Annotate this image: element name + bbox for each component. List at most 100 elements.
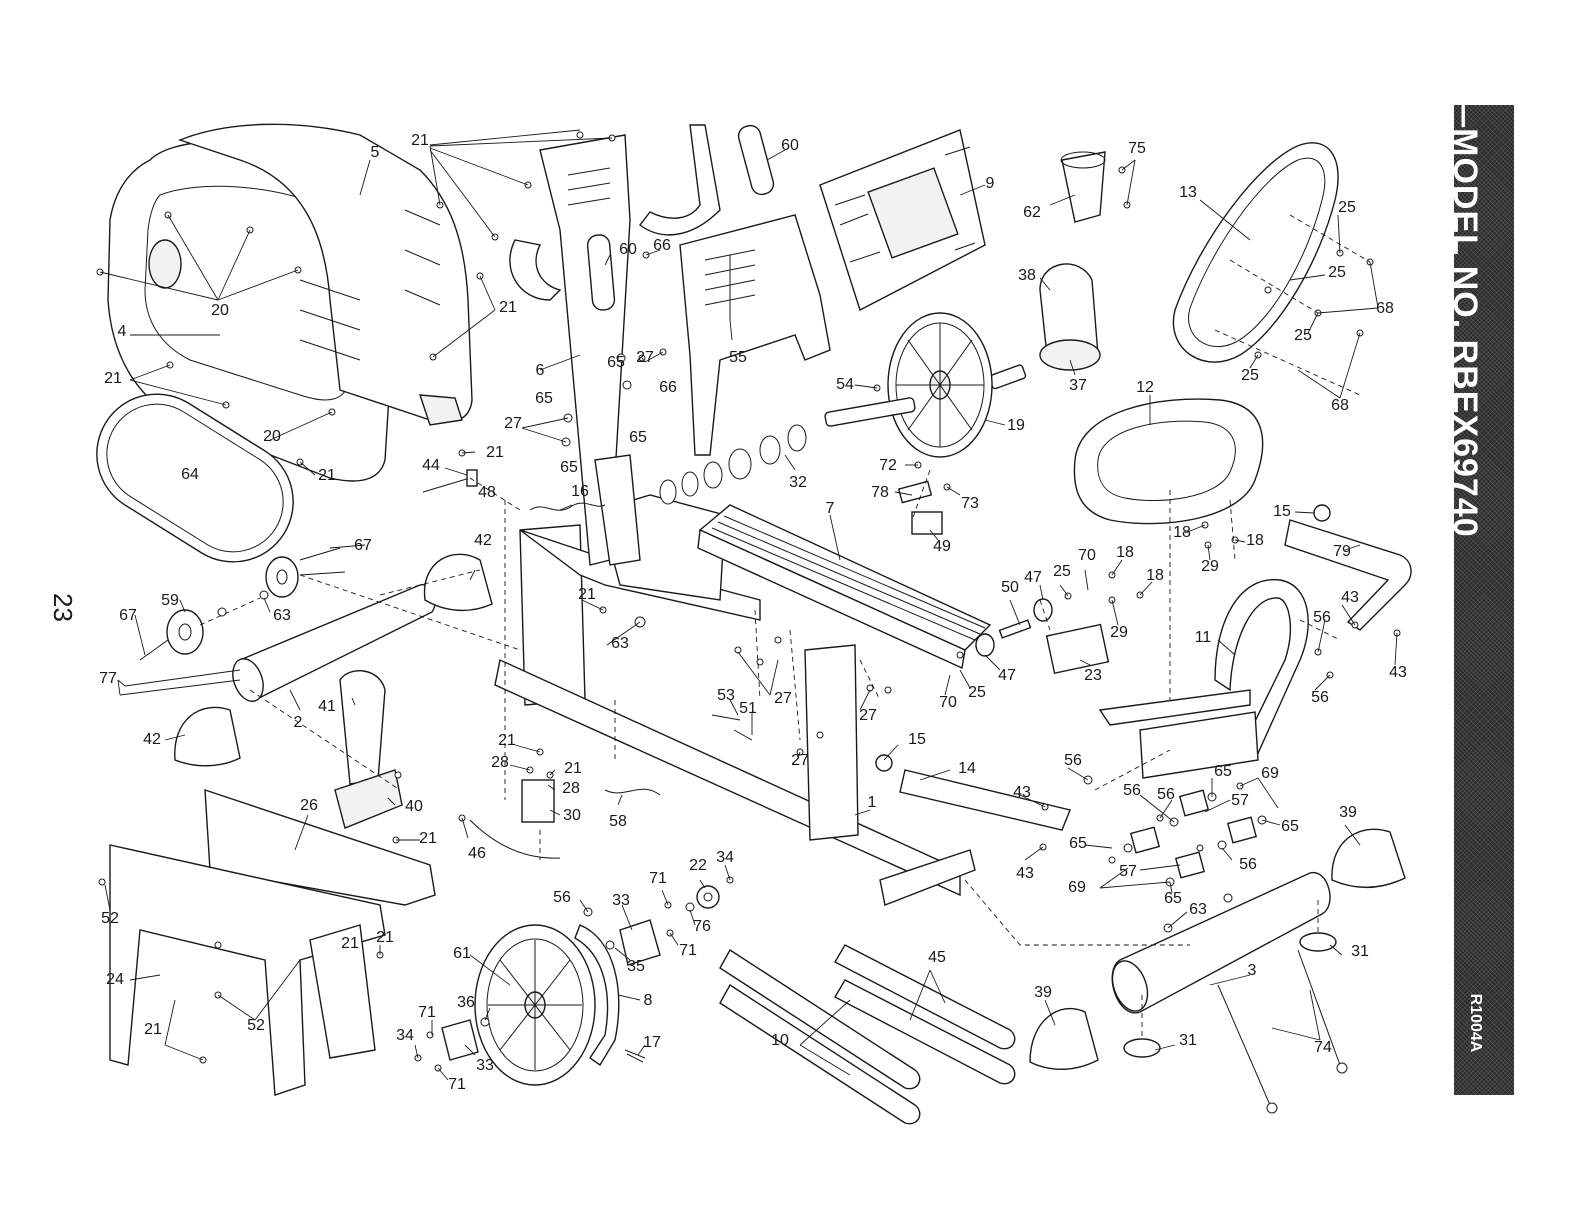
callout-56: 56 bbox=[1311, 689, 1329, 706]
tube-pair-b-illustration bbox=[834, 944, 1016, 1050]
callout-60: 60 bbox=[781, 137, 799, 154]
callout-71: 71 bbox=[679, 942, 697, 959]
idler-wheel-illustration bbox=[166, 609, 204, 655]
tube-pair-a-illustration bbox=[719, 949, 921, 1090]
left-pedal-strap-illustration bbox=[339, 670, 386, 785]
callout-50: 50 bbox=[1001, 579, 1019, 596]
right-shroud-illustration bbox=[177, 123, 473, 426]
callout-21: 21 bbox=[104, 370, 122, 387]
bottle-holder-illustration bbox=[1061, 151, 1106, 223]
callout-43: 43 bbox=[1016, 865, 1034, 882]
callout-65: 65 bbox=[607, 354, 625, 371]
callout-12: 12 bbox=[1136, 379, 1154, 396]
callout-24: 24 bbox=[106, 971, 124, 988]
callout-36: 36 bbox=[457, 994, 475, 1011]
seat-bracket-a bbox=[1178, 789, 1210, 817]
callout-21: 21 bbox=[376, 929, 394, 946]
callout-25: 25 bbox=[1338, 199, 1356, 216]
part-illustrations bbox=[96, 123, 1412, 1125]
slider-illustration bbox=[1045, 623, 1110, 675]
callout-39: 39 bbox=[1034, 984, 1052, 1001]
callout-28: 28 bbox=[491, 754, 509, 771]
callout-75: 75 bbox=[1128, 140, 1146, 157]
callout-3: 3 bbox=[1248, 962, 1257, 979]
callout-23: 23 bbox=[1084, 667, 1102, 684]
callout-63: 63 bbox=[273, 607, 291, 624]
cap-upper-illustration bbox=[1313, 504, 1331, 522]
callout-21: 21 bbox=[499, 299, 517, 316]
callout-72: 72 bbox=[879, 457, 897, 474]
end-cap-rear-right bbox=[1331, 828, 1406, 888]
callout-27: 27 bbox=[791, 752, 809, 769]
callout-64: 64 bbox=[181, 466, 199, 483]
callout-13: 13 bbox=[1179, 184, 1197, 201]
end-cap-front-right bbox=[423, 553, 493, 612]
callout-26: 26 bbox=[300, 797, 318, 814]
callout-67: 67 bbox=[119, 607, 137, 624]
callout-21: 21 bbox=[564, 760, 582, 777]
cap-lower-illustration bbox=[875, 754, 893, 772]
callout-49: 49 bbox=[933, 538, 951, 555]
callout-8: 8 bbox=[644, 992, 653, 1009]
callout-21: 21 bbox=[498, 732, 516, 749]
lower-guard-illustration bbox=[109, 844, 386, 1096]
end-cap-rear-left bbox=[1029, 1007, 1099, 1070]
bearing-set-illustration bbox=[659, 424, 807, 505]
callout-56: 56 bbox=[1313, 609, 1331, 626]
assembly-lines bbox=[199, 214, 1371, 1040]
callout-71: 71 bbox=[418, 1004, 436, 1021]
callout-56: 56 bbox=[1157, 786, 1175, 803]
callout-52: 52 bbox=[101, 910, 119, 927]
callout-7: 7 bbox=[826, 500, 835, 517]
console-illustration bbox=[819, 129, 986, 312]
page-number: 23 bbox=[47, 593, 78, 622]
callout-15: 15 bbox=[908, 731, 926, 748]
callout-53: 53 bbox=[717, 687, 735, 704]
callout-20: 20 bbox=[211, 302, 229, 319]
callout-44: 44 bbox=[422, 457, 440, 474]
callout-57: 57 bbox=[1231, 792, 1249, 809]
wire-16 bbox=[529, 502, 606, 511]
callout-65: 65 bbox=[1069, 835, 1087, 852]
callout-71: 71 bbox=[649, 870, 667, 887]
front-stabilizer-illustration bbox=[232, 584, 436, 702]
callout-66: 66 bbox=[659, 379, 677, 396]
callout-77: 77 bbox=[99, 670, 117, 687]
callout-21: 21 bbox=[318, 467, 336, 484]
wire-46 bbox=[469, 819, 561, 859]
callout-52: 52 bbox=[247, 1017, 265, 1034]
callout-45: 45 bbox=[928, 949, 946, 966]
seat-illustration bbox=[1073, 398, 1264, 525]
callout-16: 16 bbox=[571, 483, 589, 500]
title-banner: EXPLODED DRAWING—MODEL NO. RBEX69740 R10… bbox=[1446, 0, 1514, 1095]
end-cap-front-left bbox=[174, 706, 241, 767]
callout-47: 47 bbox=[1024, 569, 1042, 586]
callout-18: 18 bbox=[1146, 567, 1164, 584]
callout-21: 21 bbox=[578, 586, 596, 603]
callout-17: 17 bbox=[643, 1034, 661, 1051]
bracket-30-illustration bbox=[521, 779, 555, 823]
callout-31: 31 bbox=[1351, 943, 1369, 960]
callout-42: 42 bbox=[143, 731, 161, 748]
callout-66: 66 bbox=[653, 237, 671, 254]
callout-42: 42 bbox=[474, 532, 492, 549]
bracket-upper-illustration bbox=[619, 919, 661, 966]
callout-58: 58 bbox=[609, 813, 627, 830]
callout-10: 10 bbox=[771, 1032, 789, 1049]
callout-5: 5 bbox=[371, 144, 380, 161]
callout-56: 56 bbox=[1064, 752, 1082, 769]
callout-79: 79 bbox=[1333, 543, 1351, 560]
callout-30: 30 bbox=[563, 807, 581, 824]
callout-21: 21 bbox=[411, 132, 429, 149]
callout-15: 15 bbox=[1273, 503, 1291, 520]
left-pedal-illustration bbox=[334, 769, 403, 829]
callout-25: 25 bbox=[1294, 327, 1312, 344]
callout-61: 61 bbox=[453, 945, 471, 962]
callout-1: 1 bbox=[868, 794, 877, 811]
callout-31: 31 bbox=[1179, 1032, 1197, 1049]
callout-39: 39 bbox=[1339, 804, 1357, 821]
callout-57: 57 bbox=[1119, 863, 1137, 880]
callout-27: 27 bbox=[636, 349, 654, 366]
